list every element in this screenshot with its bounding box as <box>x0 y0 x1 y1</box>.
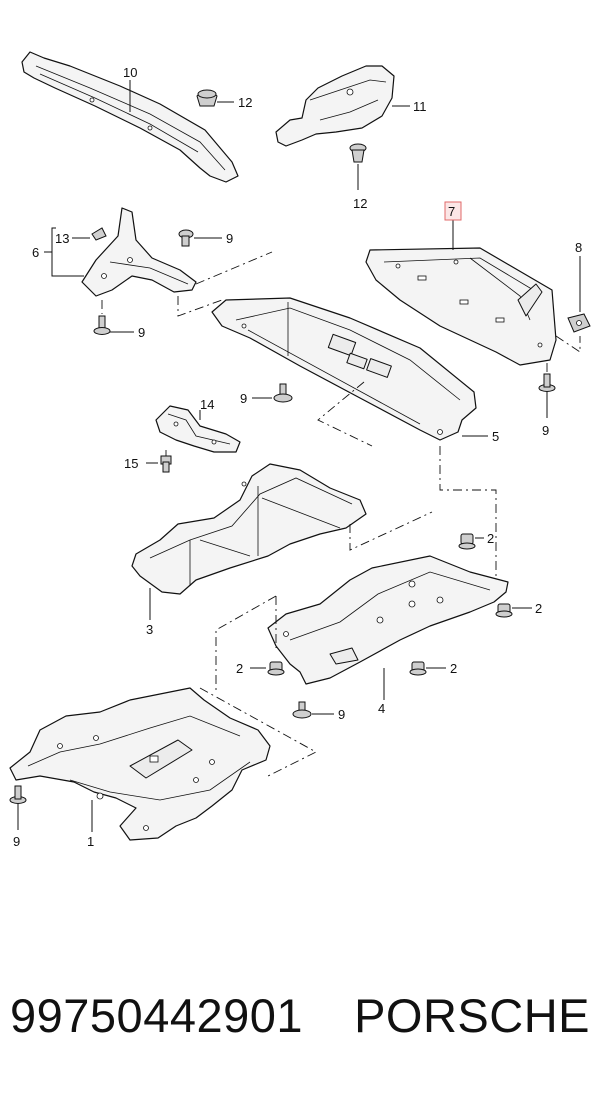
callout-12-top: 12 <box>238 95 252 110</box>
assembly-line-3 <box>349 511 433 551</box>
part-9-bolt-right <box>538 373 556 392</box>
part-9-bolt-left <box>93 315 111 335</box>
callout-2-bottom: 2 <box>450 661 457 676</box>
callout-8: 8 <box>575 240 582 255</box>
part-2-nut-top <box>458 533 476 550</box>
part-8-clip-nut <box>567 313 591 333</box>
callout-9-top: 9 <box>226 231 233 246</box>
callout-7-highlight-box <box>444 201 462 221</box>
callout-14: 14 <box>200 397 214 412</box>
callout-2-left: 2 <box>236 661 243 676</box>
part-3-tray-panel <box>131 463 367 595</box>
assembly-line-6-5 <box>177 296 223 317</box>
assembly-line-5-3 <box>317 381 373 447</box>
part-6-side-bracket <box>81 207 197 297</box>
part-9-bolt-middle <box>273 383 293 403</box>
part-14-bracket <box>155 405 241 453</box>
part-10-cross-beam <box>21 51 239 183</box>
part-2-nut-left <box>267 661 285 676</box>
callout-4: 4 <box>378 701 385 716</box>
callout-2-right: 2 <box>535 601 542 616</box>
part-5-middle-panel <box>211 297 477 441</box>
callout-15: 15 <box>124 456 138 471</box>
part-12-clip-bottom <box>349 143 367 163</box>
part-1-front-panel <box>9 687 271 841</box>
assembly-line-5-4 <box>439 446 497 576</box>
part-2-nut-right <box>495 603 513 618</box>
brand-name: PORSCHE <box>354 988 590 1042</box>
callout-7: 7 <box>448 204 455 219</box>
callout-1: 1 <box>87 834 94 849</box>
callout-9-middle: 9 <box>240 391 247 406</box>
part-9-bolt-bracket <box>178 229 194 247</box>
part-2-nut-bottom <box>409 661 427 676</box>
callout-6: 6 <box>32 245 39 260</box>
assembly-line-4-1c <box>199 687 317 777</box>
callout-9-right: 9 <box>542 423 549 438</box>
part-12-clip-top <box>196 89 218 107</box>
part-9-bolt-lower <box>292 701 312 719</box>
part-9-bolt-front <box>9 785 27 804</box>
callout-13: 13 <box>55 231 69 246</box>
assembly-line-8 <box>555 335 581 353</box>
callout-11: 11 <box>413 99 427 114</box>
callout-2-top: 2 <box>487 531 494 546</box>
part-15-bolt <box>160 455 172 473</box>
callout-3: 3 <box>146 622 153 637</box>
callout-12-bottom: 12 <box>353 196 367 211</box>
assembly-line-6-5b <box>195 251 273 285</box>
part-number: 99750442901 <box>10 988 304 1042</box>
assembly-line-4-1a <box>215 595 277 690</box>
part-footer: 99750442901 PORSCHE <box>10 980 590 1050</box>
callout-9-left: 9 <box>138 325 145 340</box>
callout-9-front: 9 <box>13 834 20 849</box>
part-7-rear-panel <box>365 247 557 366</box>
callout-5: 5 <box>492 429 499 444</box>
part-4-rear-panel <box>267 555 509 685</box>
callout-10: 10 <box>123 65 137 80</box>
part-11-heat-shield <box>275 65 395 147</box>
callout-9-lower: 9 <box>338 707 345 722</box>
